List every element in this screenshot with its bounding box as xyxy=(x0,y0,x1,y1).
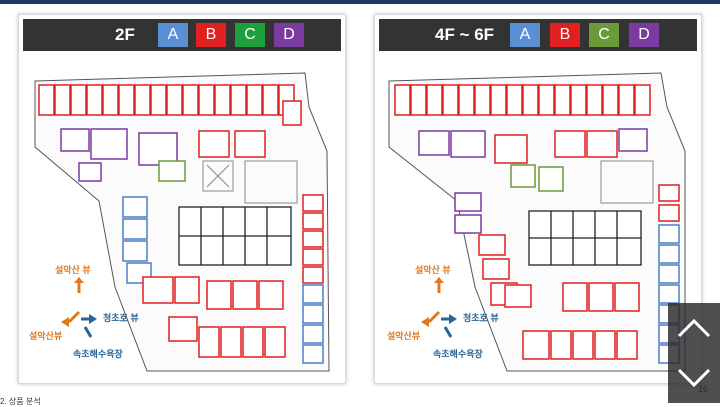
zone-badge-c: C xyxy=(589,23,619,47)
zone-badge-d: D xyxy=(629,23,659,47)
chevron-up-icon xyxy=(677,318,711,338)
view-label-cheongcho: 청초호 뷰 xyxy=(103,312,139,323)
panel-title: 2F xyxy=(115,25,135,44)
floor-plan-panel-4f-6f: 4F ~ 6F A B C D xyxy=(374,14,702,384)
view-label-sokcho: 속초해수욕장 xyxy=(433,348,483,359)
panel-title: 4F ~ 6F xyxy=(435,25,495,44)
section-footer: 2. 상품 분석 xyxy=(0,397,41,406)
view-label-sokcho: 속초해수욕장 xyxy=(73,348,123,359)
slide-nav-control xyxy=(668,303,720,403)
view-label-seorak-left: 설악산뷰 xyxy=(387,330,420,341)
panel-header: 4F ~ 6F A B C D xyxy=(379,19,697,51)
view-label-cheongcho: 청초호 뷰 xyxy=(463,312,499,323)
chevron-down-icon xyxy=(677,368,711,388)
zone-badge-d: D xyxy=(274,23,304,47)
prev-slide-button[interactable] xyxy=(668,303,720,353)
zone-badge-c: C xyxy=(235,23,265,47)
zone-badge-a: A xyxy=(510,23,540,47)
floor-plan-panel-2f: 2F A B C D xyxy=(18,14,346,384)
next-slide-button[interactable] xyxy=(668,353,720,403)
panel-header: 2F A B C D xyxy=(23,19,341,51)
view-label-seorak: 설악산 뷰 xyxy=(55,264,91,275)
floor-plan-4f-6f: 설악산 뷰 청초호 뷰 설악산뷰 속초해수욕장 xyxy=(387,72,686,372)
floor-plan-2f: 설악산 뷰 청초호 뷰 설악산뷰 속초해수욕장 xyxy=(29,72,330,372)
zone-badge-b: B xyxy=(550,23,580,47)
top-accent-bar xyxy=(0,0,720,4)
zone-badge-a: A xyxy=(158,23,188,47)
view-label-seorak: 설악산 뷰 xyxy=(415,264,451,275)
zone-badge-b: B xyxy=(196,23,226,47)
view-label-seorak-left: 설악산뷰 xyxy=(29,330,62,341)
